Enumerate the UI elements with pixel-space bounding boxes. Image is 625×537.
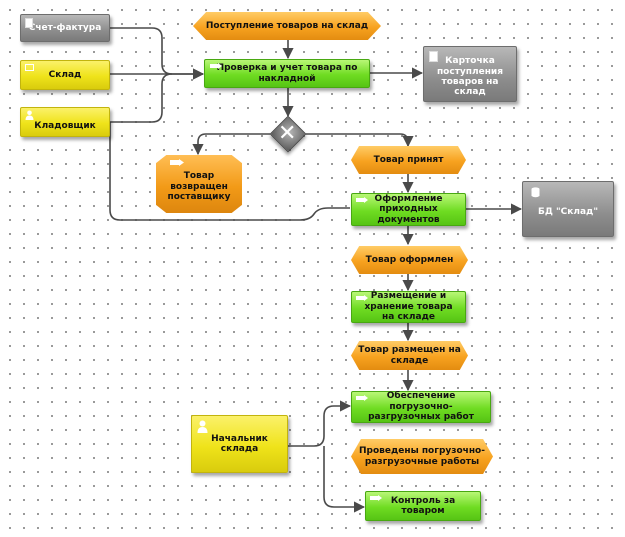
control-function[interactable]: Контроль за товаром — [365, 491, 481, 521]
connector-manager-loading — [288, 400, 352, 447]
registered-label: Товар оформлен — [365, 254, 454, 265]
returned-label: Товар возвращен поставщику — [167, 171, 231, 203]
connector-gateway-accepted — [306, 133, 414, 148]
documents-function[interactable]: Оформление приходных документов — [351, 193, 466, 226]
document-icon — [429, 51, 438, 62]
arrival-event[interactable]: Поступление товаров на склад — [193, 12, 381, 40]
placement-label: Размещение и хранение товара на складе — [364, 291, 453, 323]
registered-event[interactable]: Товар оформлен — [351, 246, 468, 274]
person-icon — [197, 420, 208, 433]
connector-invoice-check — [110, 27, 205, 80]
connector-manager-control — [323, 446, 366, 513]
returned-event[interactable]: Товар возвращен поставщику — [156, 155, 242, 213]
warehouse-node[interactable]: Склад — [20, 60, 110, 90]
storekeeper-node[interactable]: Кладовщик — [20, 107, 110, 137]
manager-node[interactable]: Начальник склада — [191, 415, 288, 473]
invoice-label: Счет-фактура — [28, 22, 102, 33]
connector-storekeeper-documents — [109, 122, 350, 221]
placed-event[interactable]: Товар размещен на складе — [351, 341, 468, 370]
function-icon — [370, 495, 382, 501]
accepted-label: Товар принят — [373, 154, 444, 165]
warehouse-label: Склад — [48, 69, 82, 80]
invoice-node[interactable]: Счет-фактура — [20, 14, 110, 42]
receipt-card-node[interactable]: Карточка поступления товаров на склад — [423, 46, 517, 102]
check-label: Проверка и учет товара по накладной — [216, 63, 358, 84]
function-icon — [356, 395, 368, 401]
db-node[interactable]: БД "Склад" — [522, 181, 614, 237]
placement-function[interactable]: Размещение и хранение товара на складе — [351, 291, 466, 323]
control-label: Контроль за товаром — [390, 495, 456, 516]
accepted-event[interactable]: Товар принят — [351, 146, 466, 174]
arrival-label: Поступление товаров на склад — [205, 20, 369, 31]
check-function[interactable]: Проверка и учет товара по накладной — [204, 59, 370, 88]
receipt-card-label: Карточка поступления товаров на склад — [436, 56, 504, 98]
function-icon — [210, 63, 222, 69]
storekeeper-label: Кладовщик — [34, 120, 96, 131]
person-icon — [25, 110, 34, 120]
connector-storekeeper-check — [110, 73, 173, 123]
loading-provision-label: Обеспечение погрузочно-разгрузочных рабо… — [368, 391, 474, 423]
warehouse-icon — [25, 64, 34, 71]
connector-gateway-returned — [192, 133, 270, 156]
manager-label: Начальник склада — [211, 433, 268, 454]
loading-done-event[interactable]: Проведены погрузочно-разгрузочные работы — [351, 439, 493, 474]
process-interface-icon — [170, 159, 184, 166]
loading-provision-function[interactable]: Обеспечение погрузочно-разгрузочных рабо… — [351, 391, 491, 423]
database-icon — [531, 187, 540, 198]
documents-label: Оформление приходных документов — [374, 193, 443, 225]
xor-symbol: ✕ — [278, 121, 297, 146]
loading-done-label: Проведены погрузочно-разгрузочные работы — [359, 446, 485, 467]
function-icon — [356, 295, 368, 301]
db-label: БД "Склад" — [537, 206, 599, 217]
function-icon — [356, 197, 368, 203]
placed-label: Товар размещен на складе — [358, 345, 461, 366]
document-icon — [25, 18, 33, 28]
